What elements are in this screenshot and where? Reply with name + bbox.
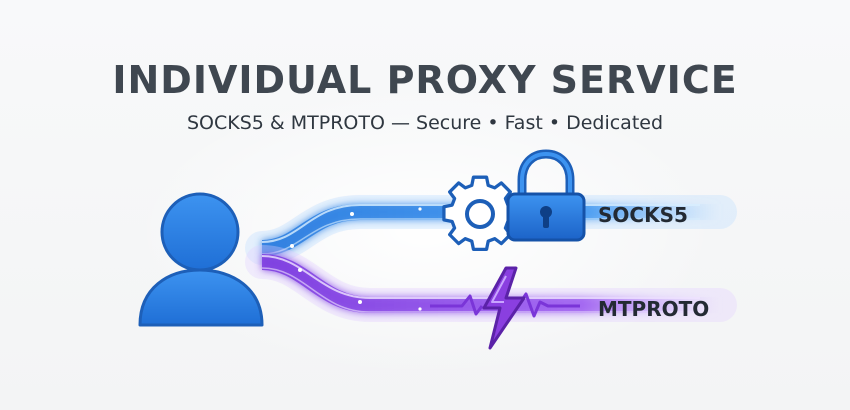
gear-icon <box>442 175 518 251</box>
mtproto-label: MTPROTO <box>598 297 710 321</box>
lightning-bolt-icon <box>430 266 580 350</box>
socks5-beam <box>245 195 737 265</box>
mtproto-beam <box>245 245 737 322</box>
page-subtitle: SOCKS5 & MTPROTO — Secure • Fast • Dedic… <box>186 112 664 134</box>
user-icon <box>138 192 264 327</box>
page-title: INDIVIDUAL PROXY SERVICE <box>112 58 738 102</box>
padlock-icon <box>506 149 586 242</box>
socks5-label: SOCKS5 <box>598 203 688 227</box>
